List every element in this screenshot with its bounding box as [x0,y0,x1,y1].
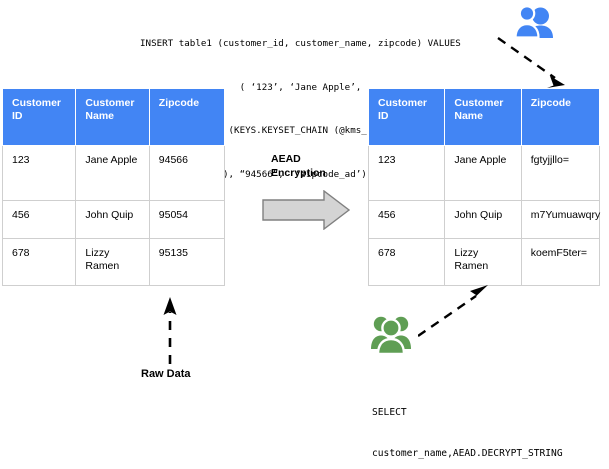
table-row: 456 John Quip 95054 [1,200,226,239]
cell-customer-id: 456 [1,200,77,239]
cell-customer-name: Jane Apple [75,145,150,201]
cell-customer-id: 678 [1,238,77,286]
select-sql-line-2: customer_name,AEAD.DECRYPT_STRING [372,447,563,459]
header-text-line1: Zipcode [158,97,200,109]
table-row: 123 Jane Apple fgtyjjllo= [367,145,601,201]
table-row: 123 Jane Apple 94566 [1,145,226,201]
cell-zipcode: fgtyjjllo= [520,145,601,201]
insert-sql-line-1: INSERT table1 (customer_id, customer_nam… [140,38,461,49]
cell-zipcode: 95135 [148,238,226,286]
raw-data-label: Raw Data [141,368,191,380]
cell-customer-id: 678 [367,238,446,286]
header-text-line1: Customer [85,97,135,109]
dashed-arrow-up-right-icon [417,282,496,338]
table-row: 678 Lizzy Ramen koemF5ter= [367,238,601,286]
dashed-arrow-up-icon [158,296,182,366]
aead-encryption-label: AEAD Encryption [271,153,326,179]
header-text-line2: Name [85,110,114,122]
column-header-zipcode: Zipcode [520,88,601,146]
cell-customer-name: Lizzy Ramen [75,238,150,286]
table-row: 678 Lizzy Ramen 95135 [1,238,226,286]
people-group-icon [513,4,553,40]
header-text-line2: Name [454,110,483,122]
dashed-arrow-down-right-icon [495,34,575,90]
people-group-icon [371,311,419,356]
header-text-line1: Customer [454,97,504,109]
header-text-line2: ID [12,110,23,122]
cell-customer-name: Lizzy Ramen [444,238,522,286]
block-arrow-right-icon [262,189,351,231]
cell-zipcode: m7Yumuawqry [520,200,600,239]
cell-zipcode: 94566 [148,145,226,201]
select-sql-statement: SELECT customer_name,AEAD.DECRYPT_STRING… [372,378,563,469]
table-row: 456 John Quip m7Yumuawqry [367,200,600,239]
cell-customer-id: 456 [367,200,446,239]
select-sql-line-1: SELECT [372,406,407,418]
cell-customer-name: John Quip [444,200,522,239]
cell-customer-id: 123 [367,145,446,201]
header-text-line1: Customer [378,97,428,109]
cell-customer-name: Jane Apple [444,145,522,201]
cell-zipcode: koemF5ter= [520,238,601,286]
column-header-zipcode: Zipcode [148,88,226,146]
cell-customer-id: 123 [1,145,77,201]
cell-zipcode: 95054 [148,200,226,239]
cell-customer-name: John Quip [75,200,150,239]
header-text-line1: Customer [12,97,62,109]
insert-sql-line-2: ( ‘123’, ‘Jane Apple’, [239,81,362,93]
header-text-line1: Zipcode [530,97,572,109]
header-text-line2: ID [378,110,389,122]
